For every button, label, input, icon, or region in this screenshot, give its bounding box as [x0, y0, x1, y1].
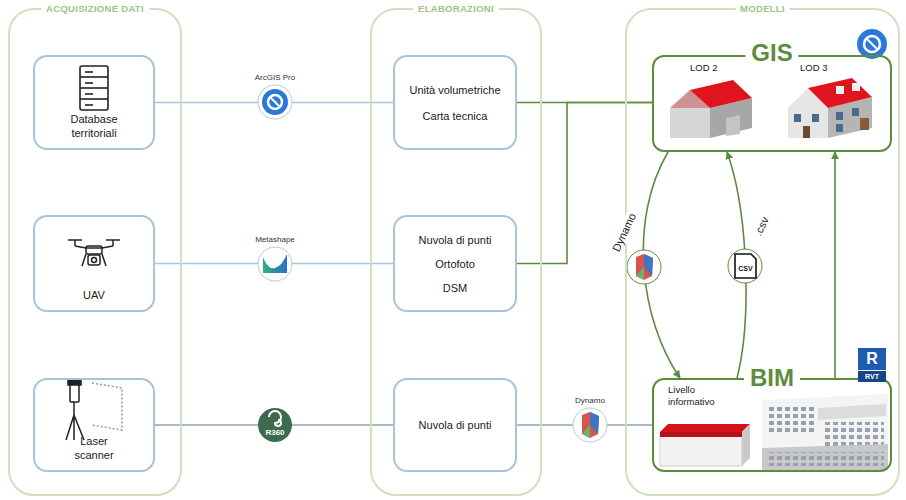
node-text: Ortofoto [435, 257, 475, 271]
revit-icon-text: R [858, 348, 886, 370]
node-text: DSM [443, 281, 467, 295]
process-box: Nuvola di punti [393, 378, 517, 472]
bim-building [660, 424, 750, 466]
edge-label: .csv [752, 213, 773, 238]
model-heading: BIM [744, 365, 800, 391]
connector [517, 103, 652, 264]
lod-label: LOD 2 [690, 62, 717, 74]
model-box: BIMLivello informativo [652, 378, 892, 472]
connector [643, 152, 680, 378]
column-heading: ELABORAZIONI [413, 3, 499, 15]
file-icon-text: CSV [738, 264, 752, 273]
csv-icon [728, 249, 762, 283]
bim-model [762, 394, 888, 470]
node-text: Livello informativo [668, 384, 734, 408]
server-icon [80, 66, 108, 110]
arcgis-icon [258, 85, 292, 119]
edge-label: Metashape [255, 235, 295, 245]
column-heading: ACQUISIZIONE DATI [41, 3, 149, 15]
model-heading: GIS [745, 40, 798, 66]
lod2-house [670, 80, 752, 138]
column-heading: MODELLI [735, 3, 790, 15]
edge-label: Dynamo [609, 210, 639, 254]
model-box: GISLOD 2LOD 3 [652, 55, 892, 152]
node-text: Laser scanner [64, 434, 124, 462]
edge-label: ArcGIS Pro [255, 73, 295, 83]
metashape-icon [258, 247, 292, 281]
column-panel: ACQUISIZIONE DATIDatabase territorialiUA… [8, 8, 182, 496]
dynamo-icon [573, 408, 607, 442]
node-text: Nuvola di punti [419, 418, 492, 432]
node-text: Nuvola di punti [419, 233, 492, 247]
process-box: Nuvola di puntiOrtofotoDSM [393, 215, 517, 312]
node-text: Unità volumetriche [409, 83, 500, 97]
node-text: Carta tecnica [423, 109, 488, 123]
process-box: Laser scanner [33, 378, 155, 472]
column-panel: MODELLIGISLOD 2LOD 3BIMLivello informati… [625, 8, 900, 496]
edge-label: R360 [265, 428, 284, 438]
laser-scanner-icon [66, 380, 122, 440]
node-text: Database territoriali [49, 112, 139, 140]
column-panel: ELABORAZIONIUnità volumetricheCarta tecn… [370, 8, 542, 496]
node-text: UAV [83, 288, 105, 302]
dynamo-icon [627, 250, 661, 284]
process-box: Unità volumetricheCarta tecnica [393, 55, 517, 150]
lod3-house [788, 78, 872, 138]
process-box: Database territoriali [33, 55, 155, 150]
connector [834, 152, 836, 378]
lod-label: LOD 3 [800, 62, 827, 74]
revit-icon-text: RVT [858, 371, 886, 382]
edge-label: Dynamo [575, 396, 605, 406]
drone-icon [68, 240, 120, 266]
process-box: UAV [33, 215, 155, 312]
r360-icon [258, 408, 292, 442]
